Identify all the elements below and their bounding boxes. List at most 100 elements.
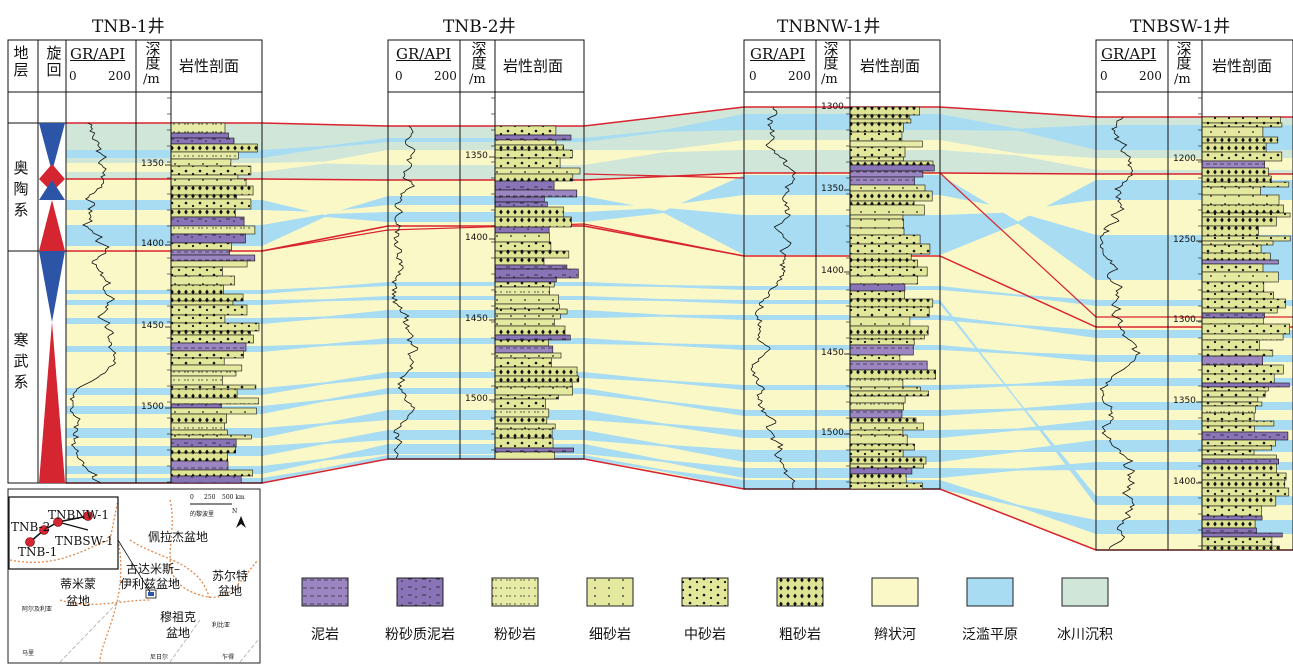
header-gr-min: 0	[69, 69, 77, 83]
lithology-bed	[849, 417, 917, 424]
lithology-bed	[170, 293, 244, 302]
facies-wedge	[664, 140, 744, 153]
legend-label: 细砂岩	[589, 627, 631, 643]
lithology-bed	[494, 139, 557, 146]
lithology-bed	[494, 303, 560, 310]
lithology-bed	[849, 422, 924, 431]
depth-tick-label: 1350	[1173, 396, 1196, 406]
lithology-bed	[849, 164, 935, 172]
lithology-bed	[170, 266, 223, 277]
header-lithology: 岩性剖面	[503, 57, 564, 75]
lithology-bed	[170, 314, 226, 324]
map-basin-timimoun-2: 盆地	[66, 594, 91, 608]
facies-wedge	[940, 383, 1018, 390]
lithology-bed	[1201, 216, 1277, 227]
facies-wedge	[262, 442, 325, 456]
lithology-bed	[170, 357, 225, 366]
lithology-bed	[1201, 186, 1261, 196]
legend-swatch	[966, 577, 1014, 607]
facies-band	[1096, 520, 1293, 534]
map-basin-sirte-1: 苏尔特	[212, 569, 249, 583]
lithology-bed	[849, 456, 927, 465]
legend-label: 粗砂岩	[779, 627, 821, 643]
facies-band	[388, 410, 584, 420]
lithology-bed	[849, 122, 904, 133]
header-gr-max: 200	[1139, 69, 1162, 83]
lithology-bed	[1201, 412, 1255, 422]
lithology-bed	[494, 232, 550, 243]
lithology-bed	[849, 204, 925, 216]
lithology-bed	[170, 165, 252, 176]
lithology-bed	[1201, 312, 1265, 319]
gr-curve	[1099, 116, 1141, 550]
lithology-bed	[494, 451, 556, 460]
lithology-bed	[849, 259, 918, 268]
leader-line	[117, 539, 151, 593]
facies-wedge	[262, 161, 325, 172]
lithology-bed	[170, 275, 236, 286]
map-well-marker	[53, 517, 63, 527]
facies-wedge	[262, 146, 325, 158]
lithology-bed	[494, 416, 548, 425]
lithology-bed	[1201, 291, 1274, 300]
header-lithology: 岩性剖面	[1212, 57, 1273, 75]
lithology-bed	[1201, 204, 1284, 214]
lithology-bed	[170, 452, 229, 462]
facies-wedge	[584, 455, 664, 472]
lithology-bed	[170, 446, 236, 454]
lithology-bed	[849, 140, 923, 148]
facies-wedge	[664, 195, 744, 215]
lithology-bed	[494, 339, 549, 347]
lithology-bed	[170, 260, 248, 268]
lithology-bed	[494, 308, 568, 315]
depth-tick-label: 1500	[141, 402, 164, 412]
well-header-bg	[744, 40, 940, 92]
facies-wedge	[664, 285, 744, 290]
lithology-bed	[1201, 323, 1290, 335]
lithology-bed	[494, 325, 566, 336]
header-gr-max: 200	[108, 69, 131, 83]
depth-tick-label: 1300	[821, 102, 844, 112]
depth-tick-label: 1350	[821, 184, 844, 194]
map-scale-500: 500 km	[222, 494, 245, 501]
lithology-bed	[170, 304, 248, 316]
study-area-fill	[148, 592, 154, 596]
header-depth: 深度	[471, 40, 487, 72]
well-column	[1095, 39, 1293, 551]
gr-curve	[69, 122, 117, 484]
lithology-bed	[1201, 495, 1277, 507]
lithology-bed	[494, 134, 572, 141]
header-gr-min: 0	[395, 69, 403, 83]
lithology-bed	[494, 201, 548, 208]
facies-wedge	[262, 210, 325, 225]
lithology-bed	[170, 429, 228, 436]
lithology-bed	[1201, 545, 1280, 551]
lithology-bed	[1201, 116, 1281, 124]
lithology-bed	[849, 402, 904, 411]
lithology-bed	[494, 318, 555, 327]
lithology-bed	[1201, 142, 1267, 153]
cycle-triangle	[39, 180, 65, 200]
lithology-bed	[170, 143, 258, 153]
lithology-bed	[849, 156, 904, 162]
lithology-bed	[170, 242, 233, 251]
well-title-tnbsw1: TNBSW-1井	[1130, 17, 1231, 37]
facies-band	[66, 290, 262, 294]
map-well-marker	[39, 525, 49, 535]
map-well-tnb1: TNB-1	[18, 545, 58, 559]
lithology-bed	[849, 449, 904, 458]
lithology-bed	[849, 184, 926, 192]
cycle-triangle	[39, 200, 65, 251]
facies-wedge	[940, 140, 1018, 156]
lithology-bed	[849, 334, 925, 340]
lithology-bed	[849, 443, 915, 451]
lithology-bed	[1201, 225, 1259, 237]
lithology-bed	[849, 218, 904, 229]
lithology-bed	[849, 176, 915, 186]
lithology-bed	[849, 390, 929, 397]
boundary-line	[66, 225, 1293, 328]
lithology-bed	[849, 325, 929, 336]
facies-wedge	[664, 299, 744, 304]
lithology-bed	[849, 234, 921, 245]
facies-wedge	[664, 423, 744, 438]
